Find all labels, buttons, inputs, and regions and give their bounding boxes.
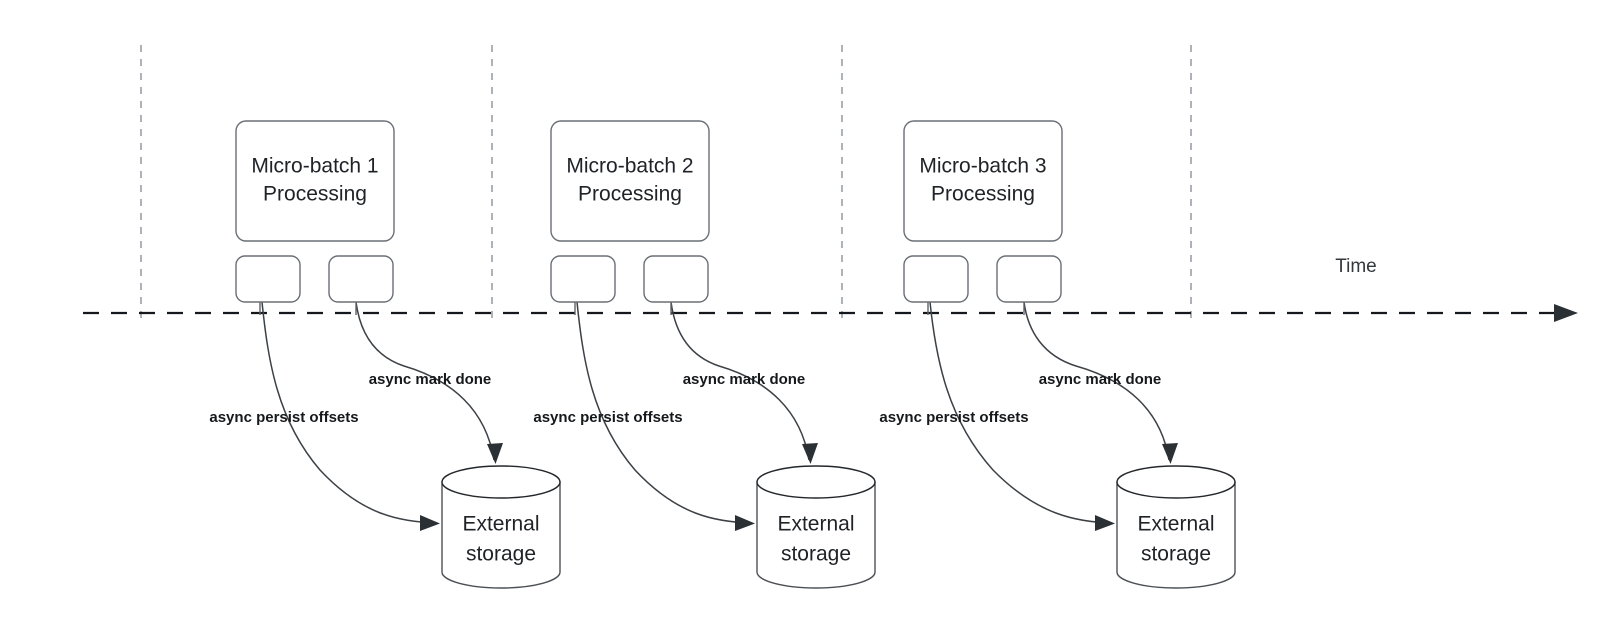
- micro-batch-processing-box[interactable]: [550, 120, 710, 242]
- external-storage-cylinder-top: [441, 465, 561, 499]
- async-persist-offsets-edge-arrowhead: [420, 515, 440, 531]
- batch-boundary-lines: [140, 45, 1192, 318]
- async-mark-done-edge-label: async mark done: [683, 371, 806, 388]
- async-mark-done-edge: [1023, 301, 1170, 461]
- async-mark-done-edge-arrowhead: [487, 443, 503, 464]
- async-persist-offsets-edge: [929, 301, 1113, 524]
- external-storage-label-line1: External: [462, 513, 539, 536]
- async-persist-offsets-edge-label: async persist offsets: [209, 409, 358, 426]
- persist-offsets-task[interactable]: [550, 255, 616, 303]
- async-mark-done-edge-label: async mark done: [1039, 371, 1162, 388]
- external-storage-label-line1: External: [777, 513, 854, 536]
- persist-offsets-task[interactable]: [235, 255, 301, 303]
- external-storage-cylinder-body[interactable]: [441, 481, 561, 589]
- micro-batch-label-line2: Processing: [263, 183, 367, 206]
- micro-batch-label-line2: Processing: [931, 183, 1035, 206]
- external-storage-label-line2: storage: [781, 543, 851, 566]
- micro-batch-processing-box[interactable]: [235, 120, 395, 242]
- external-storage-cylinder-body[interactable]: [756, 481, 876, 589]
- async-persist-offsets-edge-label: async persist offsets: [879, 409, 1028, 426]
- external-storage-cylinder-top: [756, 465, 876, 499]
- time-axis: Time: [83, 256, 1578, 322]
- async-mark-done-edge-arrowhead: [802, 443, 818, 464]
- async-mark-done-edge-label: async mark done: [369, 371, 492, 388]
- async-mark-done-edge-arrowhead: [1162, 443, 1178, 464]
- async-mark-done-edge: [355, 301, 495, 461]
- async-persist-offsets-edge: [576, 301, 753, 524]
- external-storage-label-line2: storage: [466, 543, 536, 566]
- mark-done-task[interactable]: [328, 255, 394, 303]
- external-storage-label-line1: External: [1137, 513, 1214, 536]
- external-storage-cylinder-top: [1116, 465, 1236, 499]
- mark-done-task[interactable]: [996, 255, 1062, 303]
- micro-batch-label-line1: Micro-batch 2: [566, 155, 693, 178]
- external-storage-cylinder-body[interactable]: [1116, 481, 1236, 589]
- async-persist-offsets-edge-arrowhead: [735, 515, 755, 531]
- time-axis-arrowhead: [1554, 304, 1578, 322]
- async-persist-offsets-edge: [261, 301, 438, 524]
- external-storage-label-line2: storage: [1141, 543, 1211, 566]
- micro-batch-label-line2: Processing: [578, 183, 682, 206]
- time-axis-label: Time: [1335, 256, 1377, 277]
- persist-offsets-task[interactable]: [903, 255, 969, 303]
- async-persist-offsets-edge-label: async persist offsets: [533, 409, 682, 426]
- micro-batch-label-line1: Micro-batch 3: [919, 155, 1046, 178]
- micro-batch-label-line1: Micro-batch 1: [251, 155, 378, 178]
- async-persist-offsets-edge-arrowhead: [1095, 515, 1115, 531]
- micro-batch-processing-box[interactable]: [903, 120, 1063, 242]
- mark-done-task[interactable]: [643, 255, 709, 303]
- async-mark-done-edge: [670, 301, 810, 461]
